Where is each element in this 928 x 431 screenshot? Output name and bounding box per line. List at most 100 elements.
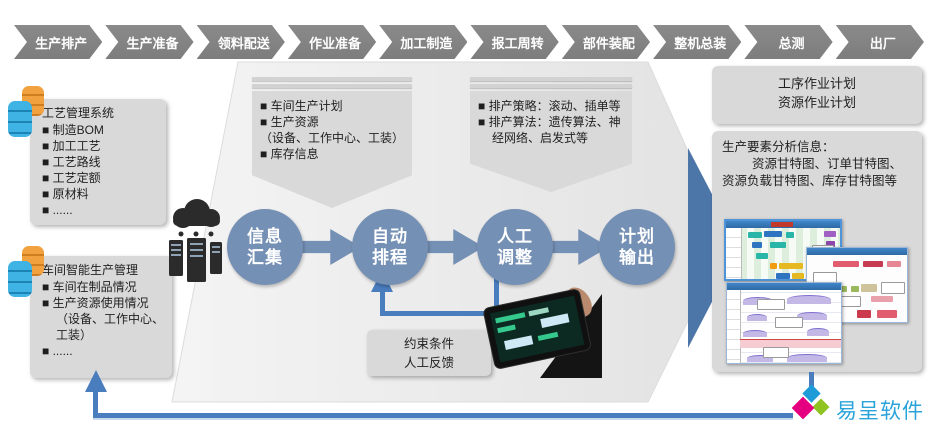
- process-step-reporting: 报工周转: [470, 25, 558, 59]
- stack-decoration: [470, 84, 632, 88]
- gantt-bar: [752, 242, 762, 248]
- callout-item: ■ 车间生产计划: [260, 99, 343, 113]
- database-icon: [8, 86, 46, 138]
- gantt-bar: [871, 296, 893, 302]
- list-item: ■ 原材料: [42, 187, 89, 201]
- list-item: ■ 生产资源使用情况（设备、工作中心、工装）: [42, 296, 165, 342]
- process-step-machining: 加工制造: [379, 25, 467, 59]
- process-step-preparation: 生产准备: [105, 25, 193, 59]
- gantt-bar: [748, 232, 762, 238]
- process-step-scheduling: 生产排产: [14, 25, 102, 59]
- list-item: ■ 工艺路线: [42, 155, 101, 169]
- callout-item: ■ 库存信息: [260, 147, 319, 161]
- gantt-bar: [824, 231, 836, 237]
- gantt-bar: [770, 263, 777, 269]
- load-curve: [787, 354, 827, 362]
- workshop-smart-production-box: 车间智能生产管理 ■ 车间在制品情况 ■ 生产资源使用情况（设备、工作中心、工装…: [30, 256, 172, 378]
- list-item: ■ ......: [42, 344, 73, 358]
- gantt-title-accent: [771, 222, 793, 227]
- process-step-job-prep: 作业准备: [288, 25, 376, 59]
- process-bar: 生产排产 生产准备 领料配送 作业准备 加工制造 报工周转 部件装配 整机总装 …: [14, 25, 924, 59]
- load-curve: [787, 295, 831, 304]
- bottom-arrowhead-icon: [85, 370, 107, 392]
- process-step-component-assembly: 部件装配: [562, 25, 650, 59]
- flow-circle-auto-scheduling: 自动 排程: [352, 209, 428, 285]
- list-item: ■ ......: [42, 203, 73, 217]
- callout-item: ■ 生产资源: [260, 115, 319, 129]
- process-step-final-test: 总测: [744, 25, 832, 59]
- load-curve: [747, 355, 773, 362]
- gantt-titlebar: [727, 283, 841, 290]
- gantt-label: [841, 296, 861, 307]
- cloud-servers-icon: [169, 199, 222, 282]
- gantt-bar: [770, 242, 786, 248]
- flow-circle-plan-output: 计划 输出: [599, 209, 675, 285]
- gantt-bar: [779, 263, 803, 269]
- callout-item: （设备、工作中心、工装）: [260, 131, 405, 145]
- constraint-feedback-box: 约束条件 人工反馈: [367, 330, 491, 376]
- tablet-photo: [483, 287, 602, 378]
- callout-strategy-algorithm: ■ 排产策略：滚动、插单等 ■ 排产算法：遗传算法、神经网络、启发式等: [470, 77, 632, 192]
- stack-decoration: [470, 77, 632, 81]
- database-cylinder-blue: [8, 101, 32, 137]
- list-item: ■ 加工工艺: [42, 139, 101, 153]
- stack-decoration: [252, 84, 412, 88]
- gantt-titlebar: [807, 248, 907, 255]
- stack-decoration: [252, 77, 412, 81]
- plan-line: 资源作业计划: [777, 95, 856, 110]
- plan-line: 工序作业计划: [777, 76, 856, 91]
- analysis-title: 生产要素分析信息：: [722, 140, 835, 154]
- gantt-row-header: [726, 228, 742, 279]
- flow-circle-info-collection: 信息 汇集: [227, 209, 303, 285]
- load-curve: [743, 330, 767, 337]
- gantt-bar: [786, 232, 794, 238]
- feedback-line-segment: [380, 311, 499, 316]
- gantt-bar: [792, 273, 804, 279]
- gantt-bar: [861, 284, 877, 292]
- bottom-feedback-line: [93, 413, 793, 418]
- gantt-label: [757, 299, 785, 310]
- gantt-bar: [857, 310, 871, 318]
- box-title: 车间智能生产管理: [42, 263, 139, 277]
- vendor-logo: 易呈软件: [791, 384, 928, 431]
- panel-connector-line: [809, 372, 814, 390]
- callout-item: ■ 排产算法：遗传算法、神经网络、启发式等: [478, 115, 621, 145]
- feedback-line-segment: [494, 266, 499, 316]
- list-item: ■ 车间在制品情况: [42, 280, 137, 294]
- load-curve: [747, 314, 767, 321]
- feedback-line: 人工反馈: [403, 356, 454, 370]
- callout-item: ■ 排产策略：滚动、插单等: [478, 99, 621, 113]
- gantt-bar: [833, 261, 859, 267]
- callout-input-plan: ■ 车间生产计划 ■ 生产资源 （设备、工作中心、工装） ■ 库存信息: [252, 77, 412, 208]
- gantt-bar: [764, 231, 782, 237]
- gantt-row-header: [727, 290, 741, 363]
- gantt-label: [881, 282, 905, 294]
- process-step-final-assembly: 整机总装: [653, 25, 741, 59]
- gantt-bar: [863, 261, 883, 267]
- box-title: 工艺管理系统: [42, 106, 115, 120]
- overload-row: [740, 339, 841, 348]
- database-icon: [8, 246, 46, 298]
- feedback-line-segment: [380, 292, 385, 314]
- process-step-material-delivery: 领料配送: [197, 25, 285, 59]
- flow-circle-manual-adjust: 人工 调整: [477, 209, 553, 285]
- bottom-feedback-line: [93, 390, 98, 416]
- load-curve: [807, 328, 829, 336]
- constraint-line: 约束条件: [403, 337, 454, 351]
- list-item: ■ 工艺定额: [42, 171, 101, 185]
- gantt-bar: [776, 273, 790, 279]
- gantt-label: [775, 317, 803, 328]
- gantt-label: [763, 347, 789, 358]
- load-curve: [797, 312, 827, 320]
- job-plan-box: 工序作业计划 资源作业计划: [712, 66, 922, 124]
- logo-text: 易呈软件: [836, 400, 924, 423]
- list-item: ■ 制造BOM: [42, 123, 104, 137]
- analysis-body: 资源甘特图、订单甘特图、资源负载甘特图、库存甘特图等: [722, 157, 903, 188]
- process-step-shipment: 出厂: [836, 25, 924, 59]
- gantt-bar: [756, 253, 768, 259]
- logo-diamond-green: [812, 398, 830, 416]
- gantt-bar: [851, 286, 859, 292]
- load-gantt-thumbnail: [726, 282, 842, 364]
- gantt-bar: [826, 241, 835, 247]
